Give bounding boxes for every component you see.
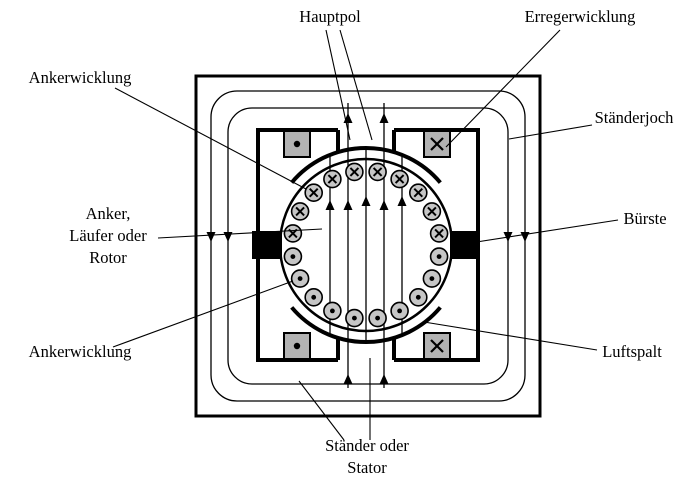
current-out-of-page-dot-icon (415, 294, 421, 300)
leader-ankerwicklung-top (114, 87, 307, 190)
leader-anker-rotor (157, 228, 323, 239)
leader-buerste (469, 219, 619, 244)
labels: Hauptpol Erregerwicklung Ankerwicklung S… (29, 7, 674, 477)
main-pole-shoe-top (290, 146, 442, 184)
label-luftspalt: Luftspalt (602, 342, 662, 361)
current-out-of-page-dot-icon (429, 276, 435, 281)
flux-loop-outer (210, 90, 526, 402)
label-anker-line3: Rotor (89, 248, 127, 267)
flux-arrow-up (361, 196, 371, 206)
label-staender-line1: Ständer oder (325, 436, 409, 455)
leader-hauptpol-left (325, 29, 351, 141)
leader-staender-left (298, 380, 345, 441)
flux-arrow-up (343, 200, 353, 210)
brush-left (252, 231, 282, 259)
flux-arrow-up (325, 200, 335, 210)
current-into-page-cross-icon (349, 167, 360, 177)
leader-lines (112, 29, 619, 441)
current-into-page-cross-icon (434, 228, 444, 239)
field-winding-square (283, 130, 311, 158)
label-staenderjoch: Ständerjoch (595, 108, 675, 127)
field-winding-bottom-left (283, 332, 311, 360)
field-winding-square (423, 130, 451, 158)
field-winding-top-right (423, 130, 451, 158)
leader-hauptpol-right (339, 29, 373, 141)
current-into-page-cross-icon (394, 174, 405, 184)
flux-arrow-up (397, 196, 407, 206)
current-into-page-cross-icon (308, 187, 319, 198)
current-into-page-cross-icon (413, 187, 424, 198)
current-into-page-cross-icon (430, 339, 444, 353)
field-winding-bottom-right (423, 332, 451, 360)
current-out-of-page-dot-icon (375, 315, 380, 321)
brush-right (450, 231, 480, 259)
current-out-of-page-dot-icon (397, 308, 402, 314)
label-ankerwicklung-top: Ankerwicklung (29, 68, 132, 87)
label-staender-line2: Stator (347, 458, 387, 477)
current-out-of-page-dot-icon (297, 276, 303, 281)
current-into-page-cross-icon (430, 137, 444, 151)
current-into-page-cross-icon (372, 167, 383, 177)
current-out-of-page-dot-icon (436, 254, 442, 259)
label-anker-line2: Läufer oder (69, 226, 147, 245)
flux-arrow-up (379, 374, 389, 384)
flux-arrow-up (343, 374, 353, 384)
current-out-of-page-dot-icon (311, 294, 317, 300)
label-ankerwicklung-bottom: Ankerwicklung (29, 342, 132, 361)
label-erregerwicklung: Erregerwicklung (525, 7, 636, 26)
leader-erregerwicklung (445, 29, 561, 148)
flux-arrow-up (379, 113, 389, 123)
main-pole-shoe-bottom (290, 306, 442, 344)
current-into-page-cross-icon (327, 174, 338, 184)
label-anker-line1: Anker, (86, 204, 131, 223)
leader-staenderjoch (508, 124, 593, 140)
field-winding-top-left (283, 130, 311, 158)
label-buerste: Bürste (623, 209, 666, 228)
flux-arrow-up (379, 200, 389, 210)
current-into-page-cross-icon (295, 206, 305, 217)
label-hauptpol: Hauptpol (299, 7, 361, 26)
current-out-of-page-dot-icon (352, 315, 357, 321)
current-out-of-page-dot-icon (330, 308, 335, 314)
leader-luftspalt (423, 321, 598, 351)
armature-winding-conductors (283, 162, 449, 328)
current-out-of-page-dot-icon (293, 342, 301, 350)
current-out-of-page-dot-icon (293, 140, 301, 148)
current-into-page-cross-icon (427, 206, 437, 217)
leader-ankerwicklung-bottom (112, 280, 294, 348)
flux-loop-inner (227, 107, 509, 385)
current-out-of-page-dot-icon (290, 254, 296, 259)
